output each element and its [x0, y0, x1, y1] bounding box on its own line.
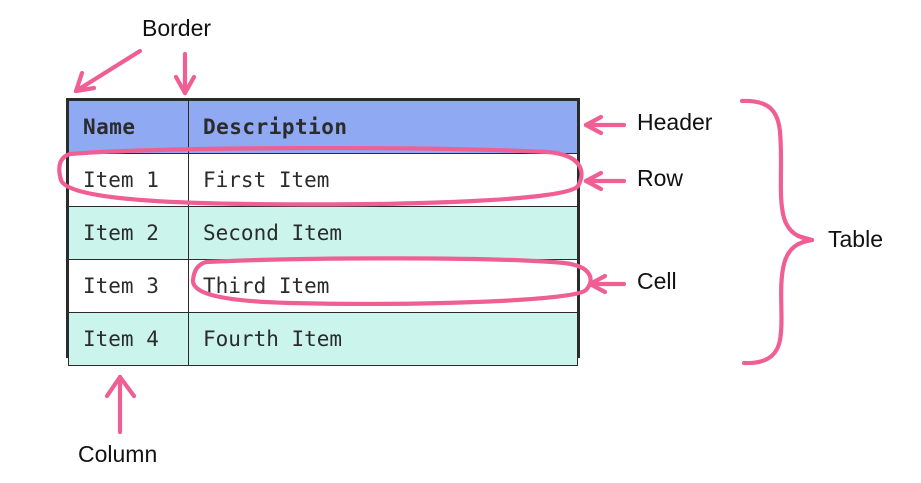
annotation-label-row: Row [637, 165, 684, 191]
table-cell-name: Item 3 [68, 259, 189, 313]
table-body: Item 1 First Item Item 2 Second Item Ite… [68, 153, 578, 366]
annotation-label-table: Table [828, 226, 883, 252]
table-brace-icon [739, 98, 815, 366]
table-row: Item 4 Fourth Item [68, 312, 578, 366]
annotation-label-column: Column [78, 441, 158, 467]
column-arrow-icon [104, 374, 137, 435]
table-cell-name: Item 2 [68, 206, 189, 260]
column-header-name: Name [68, 100, 189, 154]
table-cell-description: First Item [188, 153, 578, 207]
border-outer-arrow-icon [73, 48, 143, 94]
table-cell-name: Item 1 [68, 153, 189, 207]
row-arrow-icon [583, 170, 627, 192]
column-header-description: Description [188, 100, 578, 154]
annotation-label-border: Border [142, 15, 212, 41]
table-header: Name Description [68, 100, 578, 154]
annotation-label-header: Header [637, 109, 713, 135]
table-row: Item 2 Second Item [68, 206, 578, 260]
table-cell-description: Fourth Item [188, 312, 578, 366]
table-element: Name Description Item 1 First Item Item … [68, 100, 578, 366]
table-row: Item 3 Third Item [68, 259, 578, 313]
border-divider-arrow-icon [173, 51, 197, 96]
header-row: Name Description [68, 100, 578, 154]
annotation-label-cell: Cell [637, 268, 677, 294]
cell-arrow-icon [587, 273, 627, 295]
table-cell-description: Second Item [188, 206, 578, 260]
header-arrow-icon [583, 114, 627, 136]
data-table: Name Description Item 1 First Item Item … [66, 98, 580, 366]
table-row: Item 1 First Item [68, 153, 578, 207]
table-cell-name: Item 4 [68, 312, 189, 366]
table-cell-description: Third Item [188, 259, 578, 313]
